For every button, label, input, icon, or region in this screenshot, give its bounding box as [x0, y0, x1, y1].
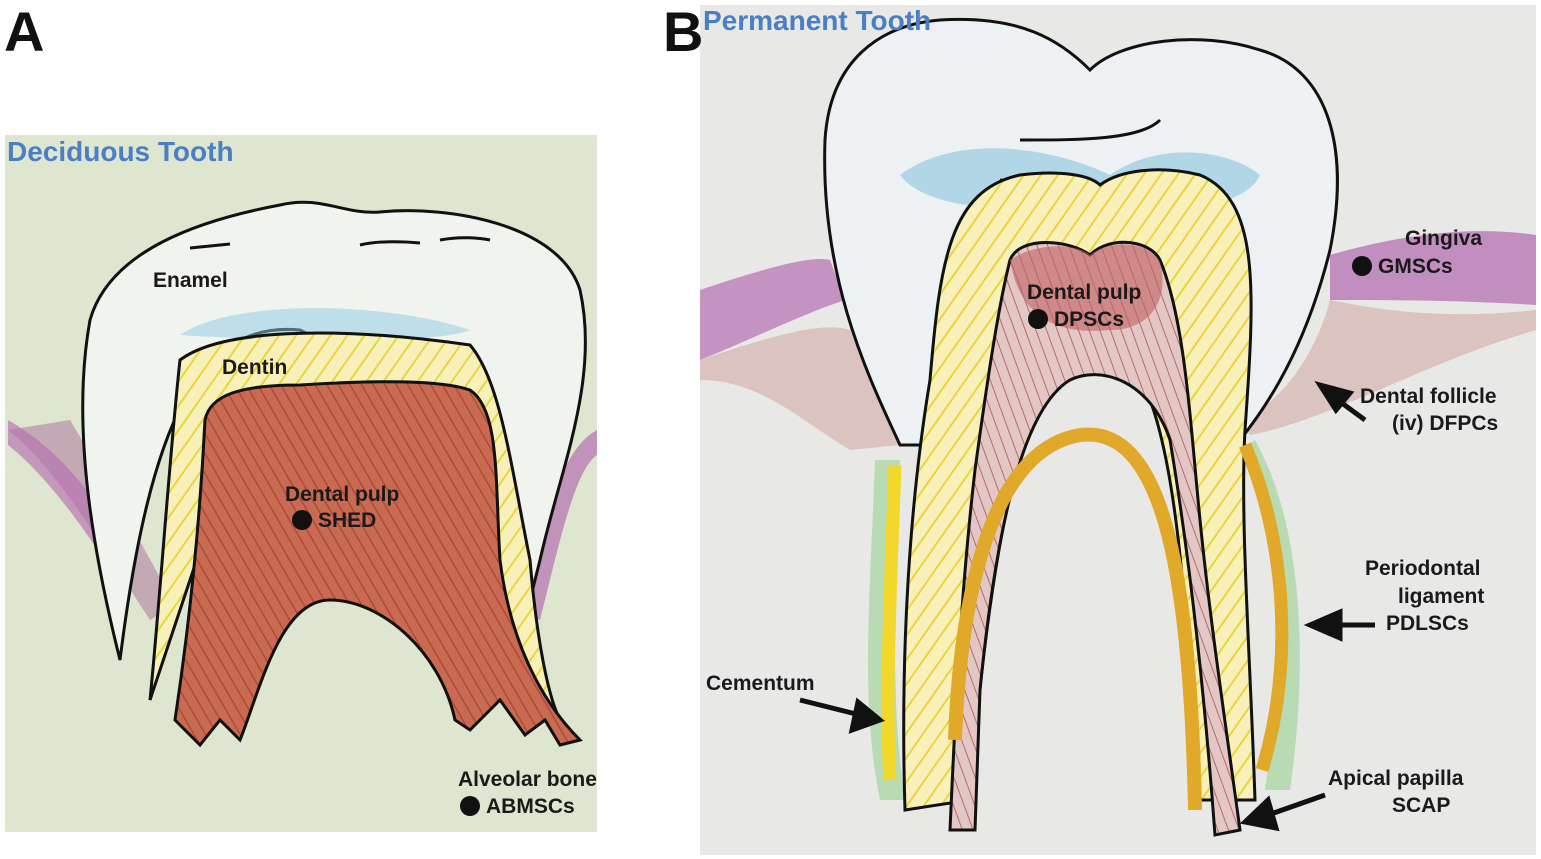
- label-shed: SHED: [292, 508, 376, 534]
- label-apical-papilla: Apical papilla: [1328, 767, 1464, 790]
- gingiva-left-b: [700, 259, 845, 360]
- panel-a-title: Deciduous Tooth: [7, 136, 234, 167]
- marker-dot-icon: [1028, 309, 1048, 329]
- permanent-tooth-drawing: [700, 17, 1536, 837]
- cementum-right-b: [1239, 442, 1289, 772]
- cementum-inner-b: [948, 427, 1202, 811]
- label-dentin: Dentin: [222, 356, 288, 379]
- label-enamel: Enamel: [153, 269, 228, 292]
- panel-b-letter: B: [663, 0, 704, 63]
- label-pdlscs: PDLSCs: [1386, 612, 1469, 635]
- label-dpscs: DPSCs: [1028, 307, 1124, 333]
- label-ligament: ligament: [1398, 585, 1485, 608]
- marker-dot-icon: [1352, 256, 1372, 276]
- label-periodontal: Periodontal: [1365, 557, 1481, 580]
- label-scap: SCAP: [1392, 794, 1451, 817]
- gingiva-right-a: [520, 430, 597, 620]
- panel-b-title: Permanent Tooth: [703, 5, 932, 36]
- pulp-a: [173, 380, 583, 748]
- label-gingiva: Gingiva: [1405, 227, 1483, 250]
- label-dfpcs: (iv) DFPCs: [1392, 412, 1499, 435]
- label-arrows: [799, 380, 1375, 832]
- gingiva-right-b: [1330, 231, 1536, 305]
- pulp-b: [948, 240, 1242, 837]
- cementum-left-b: [881, 464, 902, 781]
- label-gmscs: GMSCs: [1352, 254, 1453, 280]
- deciduous-tooth-drawing: [8, 200, 597, 748]
- label-alveolar-bone: Alveolar bone: [458, 768, 597, 791]
- marker-dot-icon: [292, 510, 312, 530]
- marker-dot-icon: [460, 796, 480, 816]
- label-dental-pulp-a: Dental pulp: [285, 483, 400, 506]
- label-dental-follicle: Dental follicle: [1360, 385, 1497, 408]
- label-abmscs: ABMSCs: [460, 794, 575, 820]
- label-cementum: Cementum: [706, 672, 815, 695]
- panel-a-letter: A: [4, 0, 45, 63]
- label-dental-pulp-b: Dental pulp: [1027, 281, 1142, 304]
- ligament-right-b: [1240, 440, 1300, 790]
